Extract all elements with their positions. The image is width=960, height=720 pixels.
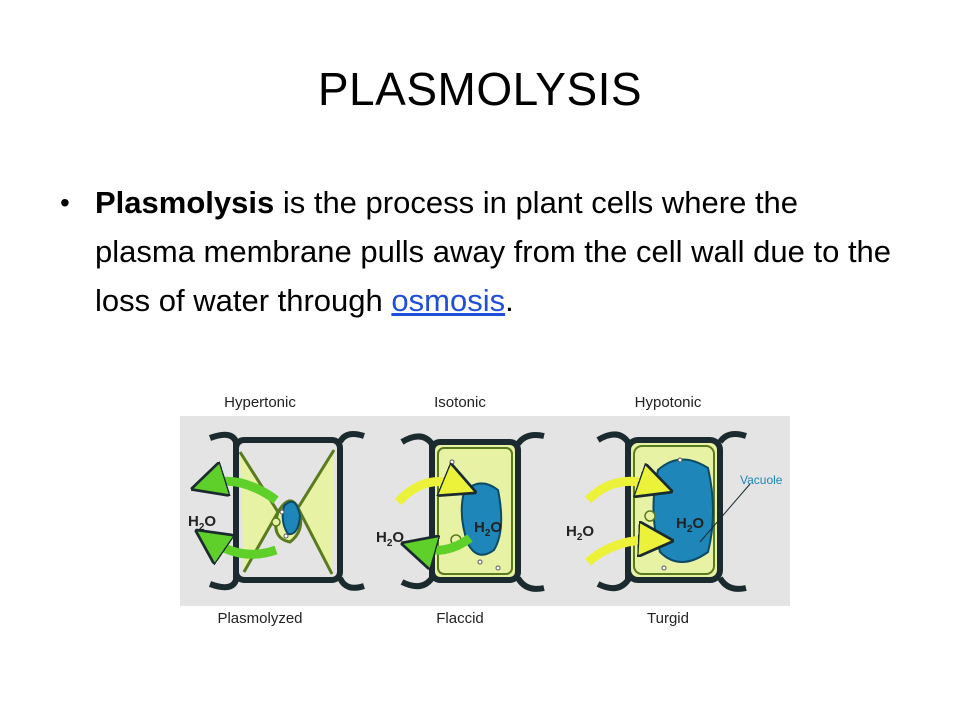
cell-diagram: H2O H2O H2O xyxy=(180,416,790,606)
label-isotonic: Isotonic xyxy=(434,394,486,411)
h2o-label-4: H2O xyxy=(566,523,594,543)
plasmolyzed-cell xyxy=(208,431,365,591)
label-turgid: Turgid xyxy=(647,610,689,627)
arrow-in-flaccid xyxy=(394,482,460,506)
h2o-label-1: H2O xyxy=(188,513,216,533)
h2o-label-2: H2O xyxy=(376,529,404,549)
slide-title: PLASMOLYSIS xyxy=(317,63,643,115)
osmosis-link[interactable]: osmosis xyxy=(391,283,506,318)
bullet-term: Plasmolysis xyxy=(95,185,275,220)
h2o-label-5: H2O xyxy=(676,515,704,535)
h2o-label-3: H2O xyxy=(474,519,502,539)
bullet-text: Plasmolysis is the process in plant cell… xyxy=(95,178,900,325)
arrow-in-turgid-bottom xyxy=(585,540,656,566)
bullet-end: . xyxy=(505,283,514,318)
arrow-out-bottom xyxy=(210,540,278,554)
vacuole-pointer xyxy=(699,483,751,543)
arrow-out-flaccid xyxy=(418,538,473,550)
label-hypotonic: Hypotonic xyxy=(634,394,702,411)
arrow-in-turgid-top xyxy=(584,481,656,504)
label-flaccid: Flaccid xyxy=(436,610,484,627)
bullet-dot-icon: • xyxy=(60,187,70,218)
arrow-out-top xyxy=(208,481,279,504)
bullet-body: is the process in plant cells where the … xyxy=(95,185,892,318)
vacuole-label: Vacuole xyxy=(740,473,783,487)
label-hypertonic: Hypertonic xyxy=(224,394,296,411)
osmosis-figure: Hypertonic Isotonic Hypotonic H2O xyxy=(180,390,792,630)
label-plasmolyzed: Plasmolyzed xyxy=(217,610,303,627)
